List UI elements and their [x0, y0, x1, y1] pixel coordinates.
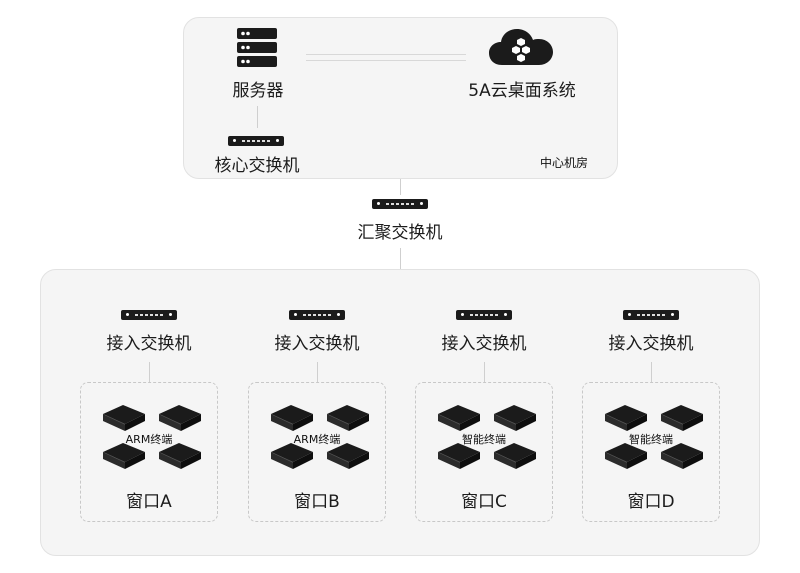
- server-icon: [237, 28, 277, 67]
- thin-client-terminal-icon: [661, 405, 703, 431]
- access-switch-icon: [121, 310, 177, 320]
- terminal-label: ARM终端: [125, 433, 173, 446]
- thin-client-terminal-icon: [159, 405, 201, 431]
- access-window-link: [651, 362, 652, 382]
- window-b: ARM终端 窗口B: [248, 382, 386, 522]
- thin-client-terminal-icon: [494, 443, 536, 469]
- thin-client-terminal-icon: [494, 405, 536, 431]
- window-d: 智能终端 窗口D: [582, 382, 720, 522]
- thin-client-terminal-icon: [661, 443, 703, 469]
- terminal-label: 智能终端: [462, 433, 506, 446]
- server-label: 服务器: [232, 81, 284, 101]
- server-cloud-link-2: [306, 60, 466, 61]
- window-title: 窗口B: [294, 492, 340, 512]
- thin-client-terminal-icon: [103, 405, 145, 431]
- access-window-link: [317, 362, 318, 382]
- thin-client-terminal-icon: [271, 405, 313, 431]
- thin-client-terminal-icon: [327, 443, 369, 469]
- access-switch-label: 接入交换机: [441, 334, 527, 354]
- access-switch-label: 接入交换机: [106, 334, 192, 354]
- server-cloud-link: [306, 54, 466, 55]
- aggregation-access-link: [400, 248, 401, 269]
- window-title: 窗口D: [627, 492, 675, 512]
- aggregation-switch-icon: [372, 199, 428, 209]
- terminal-label: 智能终端: [629, 433, 673, 446]
- window-title: 窗口A: [126, 492, 172, 512]
- access-switch-label: 接入交换机: [608, 334, 694, 354]
- cloud-system-label: 5A云桌面系统: [468, 81, 576, 101]
- terminal-label: ARM终端: [293, 433, 341, 446]
- core-switch-icon: [228, 136, 284, 146]
- aggregation-switch-label: 汇聚交换机: [357, 223, 443, 243]
- thin-client-terminal-icon: [605, 405, 647, 431]
- thin-client-terminal-icon: [103, 443, 145, 469]
- core-aggregation-link: [400, 179, 401, 195]
- cloud-icon: [489, 29, 553, 65]
- thin-client-terminal-icon: [605, 443, 647, 469]
- window-a: ARM终端 窗口A: [80, 382, 218, 522]
- access-switch-label: 接入交换机: [274, 334, 360, 354]
- thin-client-terminal-icon: [438, 443, 480, 469]
- thin-client-terminal-icon: [438, 405, 480, 431]
- access-switch-icon: [289, 310, 345, 320]
- thin-client-terminal-icon: [327, 405, 369, 431]
- thin-client-terminal-icon: [271, 443, 313, 469]
- server-core-link: [257, 106, 258, 128]
- window-title: 窗口C: [461, 492, 507, 512]
- window-c: 智能终端 窗口C: [415, 382, 553, 522]
- core-switch-label: 核心交换机: [214, 156, 300, 176]
- access-switch-icon: [456, 310, 512, 320]
- center-room-label: 中心机房: [540, 156, 589, 170]
- access-window-link: [149, 362, 150, 382]
- access-window-link: [484, 362, 485, 382]
- access-switch-icon: [623, 310, 679, 320]
- thin-client-terminal-icon: [159, 443, 201, 469]
